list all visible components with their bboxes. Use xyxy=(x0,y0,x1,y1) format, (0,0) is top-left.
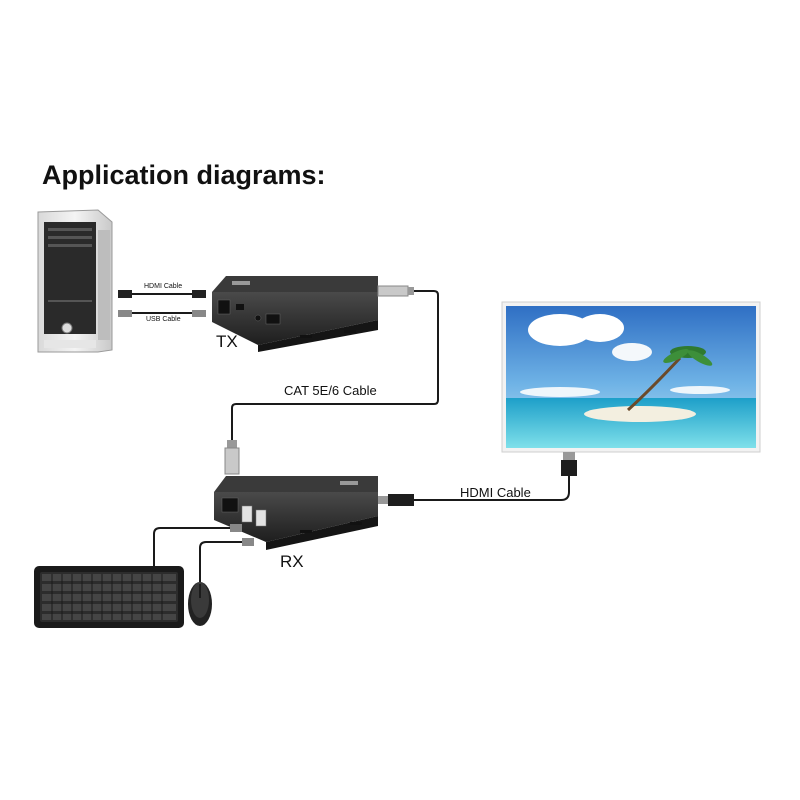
island-icon xyxy=(584,406,696,422)
palm-tree-icon xyxy=(626,356,682,412)
power-button-icon xyxy=(61,322,73,334)
pc-tower xyxy=(37,209,113,353)
usb-port-icon xyxy=(255,509,267,527)
rj45-plug-icon xyxy=(224,447,240,475)
usb-plug-icon xyxy=(118,310,132,317)
cat-cable-label: CAT 5E/6 Cable xyxy=(284,383,377,398)
rj45-plug-icon xyxy=(377,285,409,297)
hdmi-cable-short-label: HDMI Cable xyxy=(144,283,183,290)
rx-label: RX xyxy=(280,552,304,571)
tx-label: TX xyxy=(216,332,238,351)
display-screen xyxy=(501,301,761,453)
tx-extender-box xyxy=(212,276,378,352)
hdmi-plug-icon xyxy=(561,460,577,476)
usb-cable-label: USB Cable xyxy=(146,316,181,323)
pc-to-tx-cables xyxy=(118,290,206,317)
hdmi-plug-icon xyxy=(118,290,132,298)
cat-cable xyxy=(224,285,439,475)
hdmi-cable-label: HDMI Cable xyxy=(460,485,531,500)
usb-peripheral-cables xyxy=(153,524,254,582)
hdmi-cable xyxy=(378,452,577,506)
usb-port-icon xyxy=(241,505,253,523)
keyboard xyxy=(34,566,184,628)
mouse xyxy=(188,582,212,626)
rx-extender-box xyxy=(214,476,378,550)
hdmi-plug-icon xyxy=(388,494,414,506)
page-title: Application diagrams: xyxy=(42,160,326,190)
